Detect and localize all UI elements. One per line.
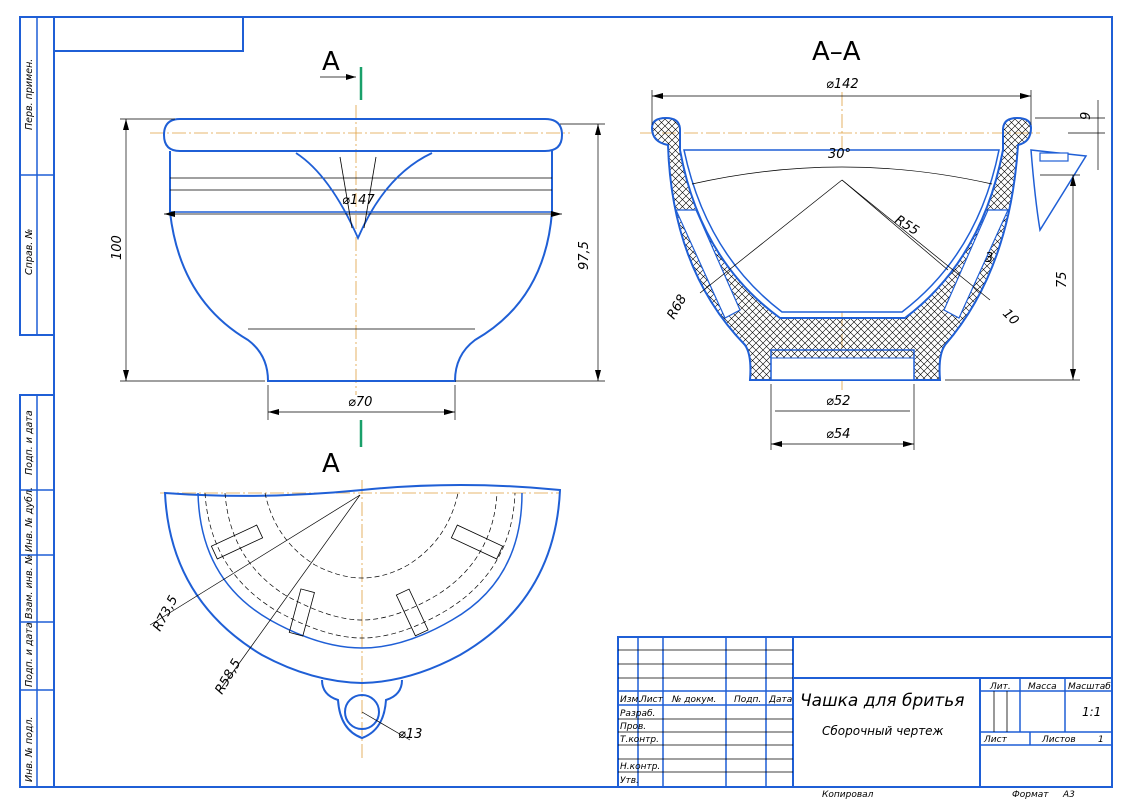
side-label-orig-inv: Инв. № подл. [24,716,35,782]
tb-scale-value: 1:1 [1082,705,1101,719]
tb-col-list: Лист [639,695,664,705]
tb-doc-type: Сборочный чертеж [822,724,944,738]
plan-view: R73,5 R58,5 ⌀13 [149,480,562,760]
tb-lit-label: Лит. [989,682,1011,692]
dim-hole: ⌀13 [398,727,422,742]
title-block: Изм. Лист № докум. Подп. Дата Разраб. Пр… [617,636,1113,788]
tb-row-norm-control: Н.контр. [620,762,660,772]
tb-row-developed: Разраб. [620,709,655,719]
footer-format-value: А3 [1062,790,1075,800]
side-label-sign-date-1: Подп. и дата [24,410,35,475]
tb-sheet-label: Лист [983,735,1008,745]
tb-scale-label: Масштаб [1068,682,1111,692]
dim-dia-foot1: ⌀52 [826,394,850,409]
tb-product-name: Чашка для бритья [800,691,964,711]
dim-dia-rim: ⌀147 [342,193,375,208]
dim-dia-top: ⌀142 [826,77,859,92]
sheet-footer: Копировал Формат А3 [822,790,1075,800]
front-view: А А 100 97,5 ⌀147 ⌀70 [110,47,605,479]
tb-row-checked: Пров. [620,722,646,732]
tb-mass-label: Масса [1028,682,1057,692]
cut-label-bottom: А [322,449,340,479]
tb-row-approved: Утв. [620,776,639,786]
section-view: А–А ⌀142 30° R55 R68 3 10 9 [640,37,1105,450]
dim-height-body: 97,5 [577,241,592,270]
side-label-sign-date-2: Подп. и дата [24,622,35,687]
side-label-dup-inv: Инв. № дубл. [24,487,35,552]
side-strip-labels: Перв. примен. Справ. № Подп. и дата Инв.… [24,59,35,782]
dim-height-total: 100 [110,235,125,260]
dim-height-section: 75 [1055,271,1070,288]
dim-rib: 10 [999,306,1021,328]
cut-label-top: А [322,47,340,77]
dim-r2: R58,5 [212,657,244,697]
side-label-ref-no: Справ. № [24,229,35,275]
footer-format-label: Формат [1012,790,1049,800]
dim-r-outer: R68 [664,292,690,322]
dim-dia-foot2: ⌀54 [826,427,850,442]
tb-sheets-count: 1 [1098,735,1104,745]
dim-dia-base: ⌀70 [348,395,372,410]
tb-col-izm: Изм. [620,695,641,705]
tb-col-doc: № докум. [671,695,716,705]
drawing-frame [19,16,1113,788]
dim-wall: 3 [985,251,993,266]
side-label-first-use: Перв. примен. [24,59,35,130]
tb-col-date: Дата [768,695,792,705]
dim-r1: R73,5 [150,593,181,634]
dim-angle: 30° [828,147,851,162]
side-label-repl-inv: Взам. инв. № [24,554,35,619]
tb-sheets-label: Листов [1041,735,1076,745]
footer-copied: Копировал [822,790,874,800]
tb-row-tech-control: Т.контр. [620,735,659,745]
dim-lip: 9 [1079,112,1094,120]
section-title: А–А [812,37,861,67]
tb-col-sign: Подп. [734,695,761,705]
